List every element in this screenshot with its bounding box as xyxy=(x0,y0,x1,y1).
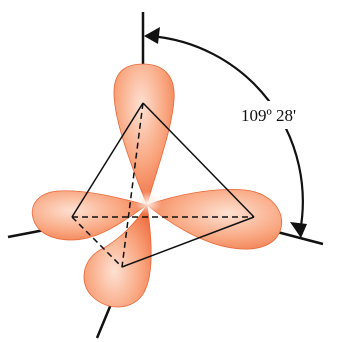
tetra-edge-top-bottom-dashed xyxy=(121,102,144,268)
orbital-lobes xyxy=(31,63,283,308)
angle-label-background xyxy=(234,101,324,129)
tetra-edge-top-right xyxy=(142,102,255,218)
orbital-lobe-left xyxy=(31,190,148,241)
angle-arc xyxy=(149,34,304,233)
orbital-lobe-right xyxy=(146,189,283,250)
bond-angle-indicator: 109º 28' xyxy=(144,27,324,238)
tetra-edge-left-bottom-dashed xyxy=(71,216,123,268)
tetrahedron xyxy=(71,102,255,268)
tetra-edge-top-left xyxy=(71,102,144,218)
nucleus-glow xyxy=(134,191,162,215)
tetra-edge-right-bottom xyxy=(121,216,255,268)
angle-label: 109º 28' xyxy=(241,106,296,125)
arrowhead-bottom-icon xyxy=(290,222,307,238)
orbital-lobe-bottom xyxy=(83,203,152,308)
arrowhead-top-icon xyxy=(144,27,160,44)
